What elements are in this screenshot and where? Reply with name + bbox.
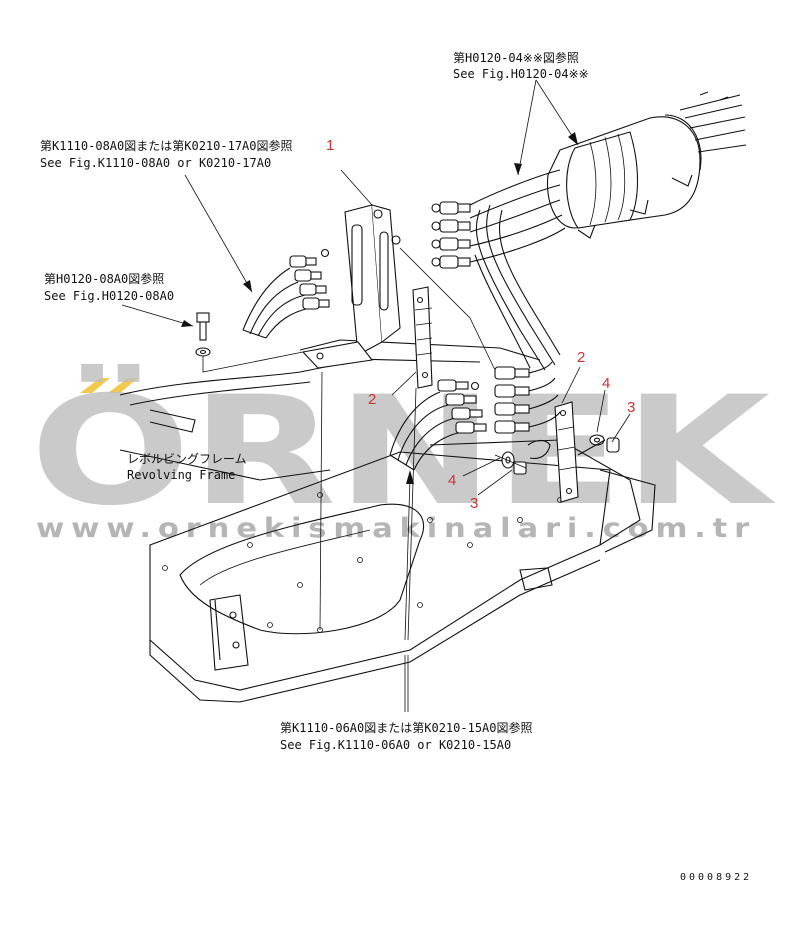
watermark-url: www.ornekismakinalari.com.tr xyxy=(36,513,756,544)
bolt-washer-right xyxy=(577,434,620,456)
watermark-accent-right xyxy=(108,378,138,393)
leader-lines xyxy=(121,79,631,712)
revolving-frame-label-en: Revolving Frame xyxy=(127,468,235,482)
callout-2-right: 2 xyxy=(577,349,585,366)
callout-3-right: 3 xyxy=(627,399,635,416)
clamp-plate-2-left xyxy=(412,286,433,389)
ref-h0120-04-en: See Fig.H0120-04※※ xyxy=(453,67,589,81)
callout-4-center: 4 xyxy=(448,472,456,489)
ref-k1110-06-jp: 第K1110-06A0図または第K0210-15A0図参照 xyxy=(280,720,533,735)
bolt-left xyxy=(195,312,304,373)
callout-1: 1 xyxy=(326,137,334,154)
hose-bundle-main xyxy=(431,91,747,371)
watermark: ÖRNEK www.ornekismakinalari.com.tr xyxy=(30,363,776,544)
callout-numbers: 1 2 2 4 3 4 3 xyxy=(326,137,635,512)
ref-h0120-08-en: See Fig.H0120-08A0 xyxy=(44,289,174,303)
hose-bundle-center xyxy=(389,379,487,471)
revolving-frame-label-jp: レボルビングフレーム xyxy=(127,452,247,466)
hose-fittings-upper xyxy=(431,201,471,269)
hose-bundle-left xyxy=(242,248,330,339)
hose-fittings-middle xyxy=(494,361,561,459)
callout-4-right: 4 xyxy=(602,375,610,392)
bolt-washer-center xyxy=(494,451,527,475)
watermark-brand: ÖRNEK xyxy=(30,363,776,539)
clamp-plate-2-right xyxy=(554,401,579,503)
ref-k1110-06-en: See Fig.K1110-06A0 or K0210-15A0 xyxy=(280,738,511,752)
callout-2-left: 2 xyxy=(368,391,376,408)
ref-h0120-08-jp: 第H0120-08A0図参照 xyxy=(44,271,164,286)
ref-h0120-04-jp: 第H0120-04※※図参照 xyxy=(453,50,579,65)
reference-labels: 第H0120-04※※図参照 See Fig.H0120-04※※ 第K1110… xyxy=(40,50,752,883)
ref-k1110-08-en: See Fig.K1110-08A0 or K0210-17A0 xyxy=(40,156,271,170)
revolving-frame xyxy=(119,339,656,703)
bracket-part-1 xyxy=(301,204,401,369)
ref-k1110-08-jp: 第K1110-08A0図または第K0210-17A0図参照 xyxy=(40,138,293,153)
watermark-accent-left xyxy=(80,378,110,393)
callout-3-center: 3 xyxy=(470,495,478,512)
drawing-number: 00008922 xyxy=(680,872,752,883)
